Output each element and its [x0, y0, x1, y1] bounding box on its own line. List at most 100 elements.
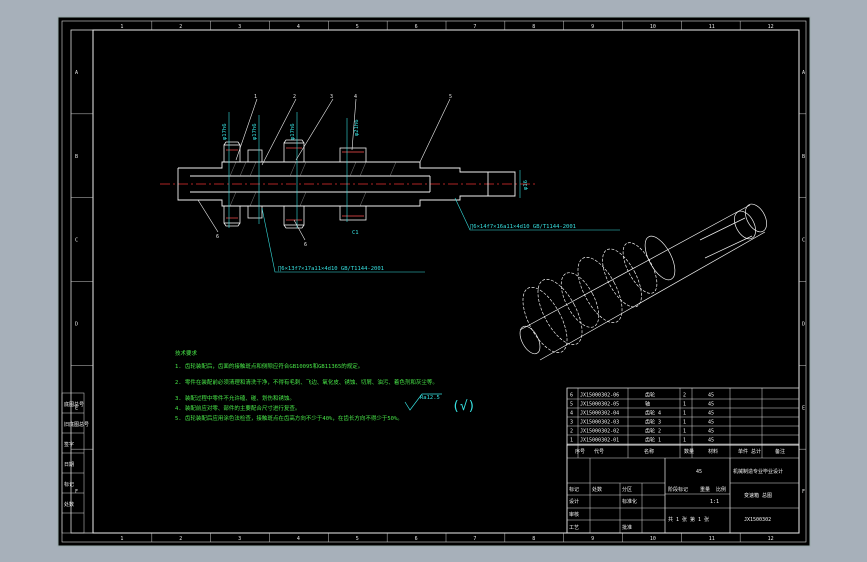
- bom-material: 45: [708, 411, 714, 417]
- bom-qty: 1: [683, 438, 686, 444]
- tb-drawing-name: 变速箱 总图: [744, 492, 772, 499]
- bom-code: JX15000302-01: [580, 438, 619, 444]
- tb-drawing-no: JX1500302: [744, 517, 771, 523]
- bom-header-weight: 单件 总计: [738, 448, 761, 455]
- technical-notes: 技术要求 1. 齿轮装配后，齿面的接触斑点和侧隙应符合GB10095和GB113…: [175, 349, 475, 422]
- tb-sheet: 共 1 张 第 1 张: [668, 516, 709, 523]
- balloon-1: 1: [254, 94, 257, 100]
- tb-label-mark: 标记: [569, 486, 579, 493]
- tb-label-std: 标准化: [622, 498, 637, 505]
- side-label-2: 签字: [64, 441, 74, 448]
- side-label-1: 旧底图总号: [64, 421, 89, 428]
- bom-material: 45: [708, 393, 714, 399]
- column-ticks: [151, 21, 741, 542]
- note-3: 3. 装配过程中零件不允许磕、碰、划伤和锈蚀。: [175, 394, 295, 402]
- column-marker-bottom-12: 12: [768, 536, 774, 542]
- column-marker-bottom-3: 3: [238, 536, 241, 542]
- bom-header-code: 代号: [594, 448, 604, 455]
- bom-header-note: 备注: [775, 448, 785, 455]
- bom-material: 45: [708, 420, 714, 426]
- row-marker-right-F: F: [802, 489, 805, 495]
- row-marker-right-E: E: [802, 405, 805, 411]
- bom-qty: 1: [683, 429, 686, 435]
- column-marker-bottom-1: 1: [120, 536, 123, 542]
- bom-code: JX15000302-06: [580, 393, 619, 399]
- dim-d5: φ16: [523, 180, 529, 190]
- bom-seq: 5: [570, 402, 573, 408]
- balloon-6b: 6: [304, 242, 307, 248]
- bom-row[interactable]: 1 JX15000302-01 齿轮 1 1 45: [570, 437, 714, 444]
- column-marker-top-8: 8: [532, 24, 535, 30]
- side-label-4: 标记: [64, 481, 74, 488]
- bom-seq: 4: [570, 411, 573, 417]
- bom-seq: 1: [570, 438, 573, 444]
- dim-d2: φ17h6: [252, 123, 258, 140]
- roughness-symbol: Ra12.5: [420, 395, 440, 401]
- side-label-strip: 底图总号 旧底图总号 签字 日期 标记 处数: [61, 392, 89, 534]
- tb-scale: 1:1: [710, 499, 719, 505]
- bom-header-material: 材料: [708, 448, 718, 455]
- side-label-0: 底图总号: [64, 401, 84, 408]
- bom-qty: 2: [683, 393, 686, 399]
- bom-qty: 1: [683, 411, 686, 417]
- bom-header-seq: 序号: [575, 448, 585, 455]
- column-marker-bottom-7: 7: [473, 536, 476, 542]
- column-marker-bottom-9: 9: [591, 536, 594, 542]
- column-marker-bottom-11: 11: [709, 536, 715, 542]
- row-marker-right-A: A: [802, 70, 805, 76]
- bom-name: 齿轮 4: [645, 410, 661, 417]
- column-marker-top-9: 9: [591, 24, 594, 30]
- balloon-5: 5: [449, 94, 452, 100]
- column-marker-top-10: 10: [650, 24, 656, 30]
- column-marker-top-4: 4: [297, 24, 300, 30]
- row-marker-right-B: B: [802, 154, 805, 160]
- bom-code: JX15000302-02: [580, 429, 619, 435]
- note-2: 2. 零件在装配前必须清理和清洗干净，不得有毛刺、飞边、氧化皮、锈蚀、切屑、油污…: [175, 378, 438, 386]
- row-marker-left-E: E: [75, 405, 78, 411]
- gear-profiles: [223, 139, 367, 229]
- tb-label-count: 处数: [592, 486, 602, 493]
- dim-d4: φ21h6: [354, 119, 360, 136]
- tb-label-review: 审核: [569, 511, 579, 518]
- dim-d3: φ17h6: [290, 123, 296, 140]
- side-label-3: 日期: [64, 462, 74, 468]
- side-label-5: 处数: [64, 501, 74, 508]
- bom-qty: 1: [683, 402, 686, 408]
- bom-name: 齿轮: [645, 392, 655, 399]
- balloon-6a: 6: [216, 234, 219, 240]
- shaft-section-view[interactable]: φ17h6 φ17h6 φ17h6 φ21h6 φ16 1 2 3 4 5 6 …: [160, 94, 620, 273]
- bom-row[interactable]: 6 JX15000302-06 齿轮 2 45: [570, 392, 714, 399]
- row-marker-left-C: C: [75, 238, 78, 244]
- bom-seq: 3: [570, 420, 573, 426]
- drawing-sheet: [57, 16, 811, 547]
- isometric-shaft-view[interactable]: [514, 201, 771, 361]
- bom-material: 45: [708, 438, 714, 444]
- row-marker-left-A: A: [75, 70, 78, 76]
- tb-label-weight: 重量: [700, 486, 710, 493]
- column-marker-top-2: 2: [179, 24, 182, 30]
- tb-label-stage: 阶段标记: [668, 486, 688, 493]
- spline-callout-2: ∏6×13f7×17a11×4d10 GB/T1144-2001: [278, 266, 384, 272]
- dim-d1: φ17h6: [222, 123, 228, 140]
- column-marker-top-3: 3: [238, 24, 241, 30]
- bom-name: 齿轮 1: [645, 437, 661, 444]
- column-marker-bottom-6: 6: [415, 536, 418, 542]
- column-marker-bottom-8: 8: [532, 536, 535, 542]
- title-block[interactable]: 标记 处数 分区 设计 标准化 审核 工艺 批准 阶段标记 重量 比例 45 机…: [566, 444, 800, 534]
- bom-seq: 6: [570, 393, 573, 399]
- notes-title: 技术要求: [175, 349, 198, 357]
- bom-name: 轴: [645, 401, 650, 408]
- column-marker-bottom-2: 2: [179, 536, 182, 542]
- bom-header-name: 名称: [644, 448, 654, 455]
- row-marker-left-D: D: [75, 321, 78, 327]
- column-marker-top-11: 11: [709, 24, 715, 30]
